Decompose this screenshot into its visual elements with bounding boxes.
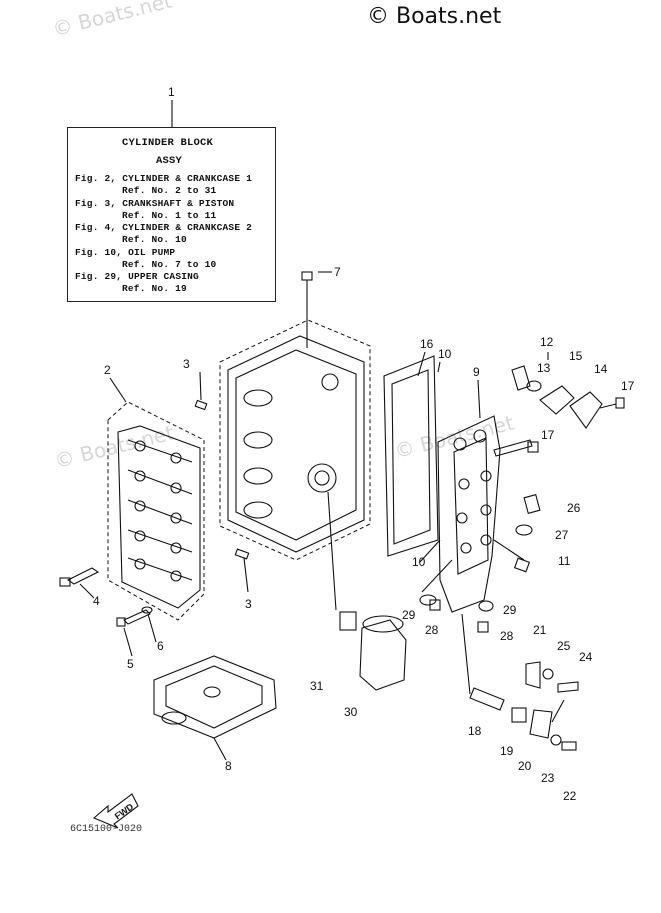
callout-1: 1	[168, 85, 175, 99]
callout-21: 21	[533, 623, 547, 637]
callout-23: 23	[541, 771, 555, 785]
callout-7: 7	[334, 265, 341, 279]
callout-28: 28	[425, 623, 439, 637]
box-line: Ref. No. 2 to 31	[122, 185, 217, 196]
box-line: Ref. No. 19	[122, 283, 187, 294]
box-line: Fig. 29, UPPER CASING	[75, 271, 199, 282]
callout-17b: 17	[541, 428, 555, 442]
callout-22: 22	[563, 789, 577, 803]
callout-14: 14	[594, 362, 608, 376]
callout-4: 4	[93, 594, 100, 608]
callout-17: 17	[621, 379, 635, 393]
callout-3b: 3	[245, 597, 252, 611]
callout-30: 30	[344, 705, 358, 719]
diagram-code: 6C15100-J020	[70, 824, 143, 835]
callout-11: 11	[558, 554, 571, 568]
box-line: Fig. 2, CYLINDER & CRANKCASE 1	[75, 173, 253, 184]
callout-29: 29	[402, 608, 416, 622]
callout-9: 9	[473, 365, 480, 379]
box-line: Fig. 4, CYLINDER & CRANKCASE 2	[75, 222, 253, 233]
callout-31: 31	[310, 679, 324, 693]
box-line: Ref. No. 1 to 11	[122, 210, 217, 221]
callout-24: 24	[579, 650, 593, 664]
callout-12: 12	[540, 335, 554, 349]
callout-27: 27	[555, 528, 569, 542]
callout-15: 15	[569, 349, 583, 363]
box-line: Ref. No. 10	[122, 234, 187, 245]
title-reference-box: CYLINDER BLOCK ASSY Fig. 2, CYLINDER & C…	[67, 127, 276, 302]
fwd-label: FWD	[113, 801, 136, 821]
callout-6: 6	[157, 639, 164, 653]
box-line: Fig. 3, CRANKSHAFT & PISTON	[75, 198, 235, 209]
callout-10: 10	[438, 347, 452, 361]
callout-3: 3	[183, 357, 190, 371]
callout-8: 8	[225, 759, 232, 773]
box-line-title: CYLINDER BLOCK	[122, 137, 214, 149]
callout-10b: 10	[412, 555, 426, 569]
box-line: Ref. No. 7 to 10	[122, 259, 217, 270]
callout-2: 2	[104, 363, 111, 377]
box-line-assy: ASSY	[156, 155, 183, 167]
copyright-credit: © Boats.net	[367, 4, 502, 29]
callout-28b: 28	[500, 629, 514, 643]
callout-19: 19	[500, 744, 514, 758]
callout-26: 26	[567, 501, 581, 515]
callout-13: 13	[537, 361, 551, 375]
callout-29b: 29	[503, 603, 517, 617]
callout-18: 18	[468, 724, 482, 738]
callout-16: 16	[420, 337, 434, 351]
box-line: Fig. 10, OIL PUMP	[75, 247, 176, 258]
callout-25: 25	[557, 639, 571, 653]
callout-5: 5	[127, 657, 134, 671]
callout-labels: 1 2 3 3 4 5 6 7 8 9 10 10 11 12 13 14 15…	[93, 85, 635, 821]
callout-20: 20	[518, 759, 532, 773]
